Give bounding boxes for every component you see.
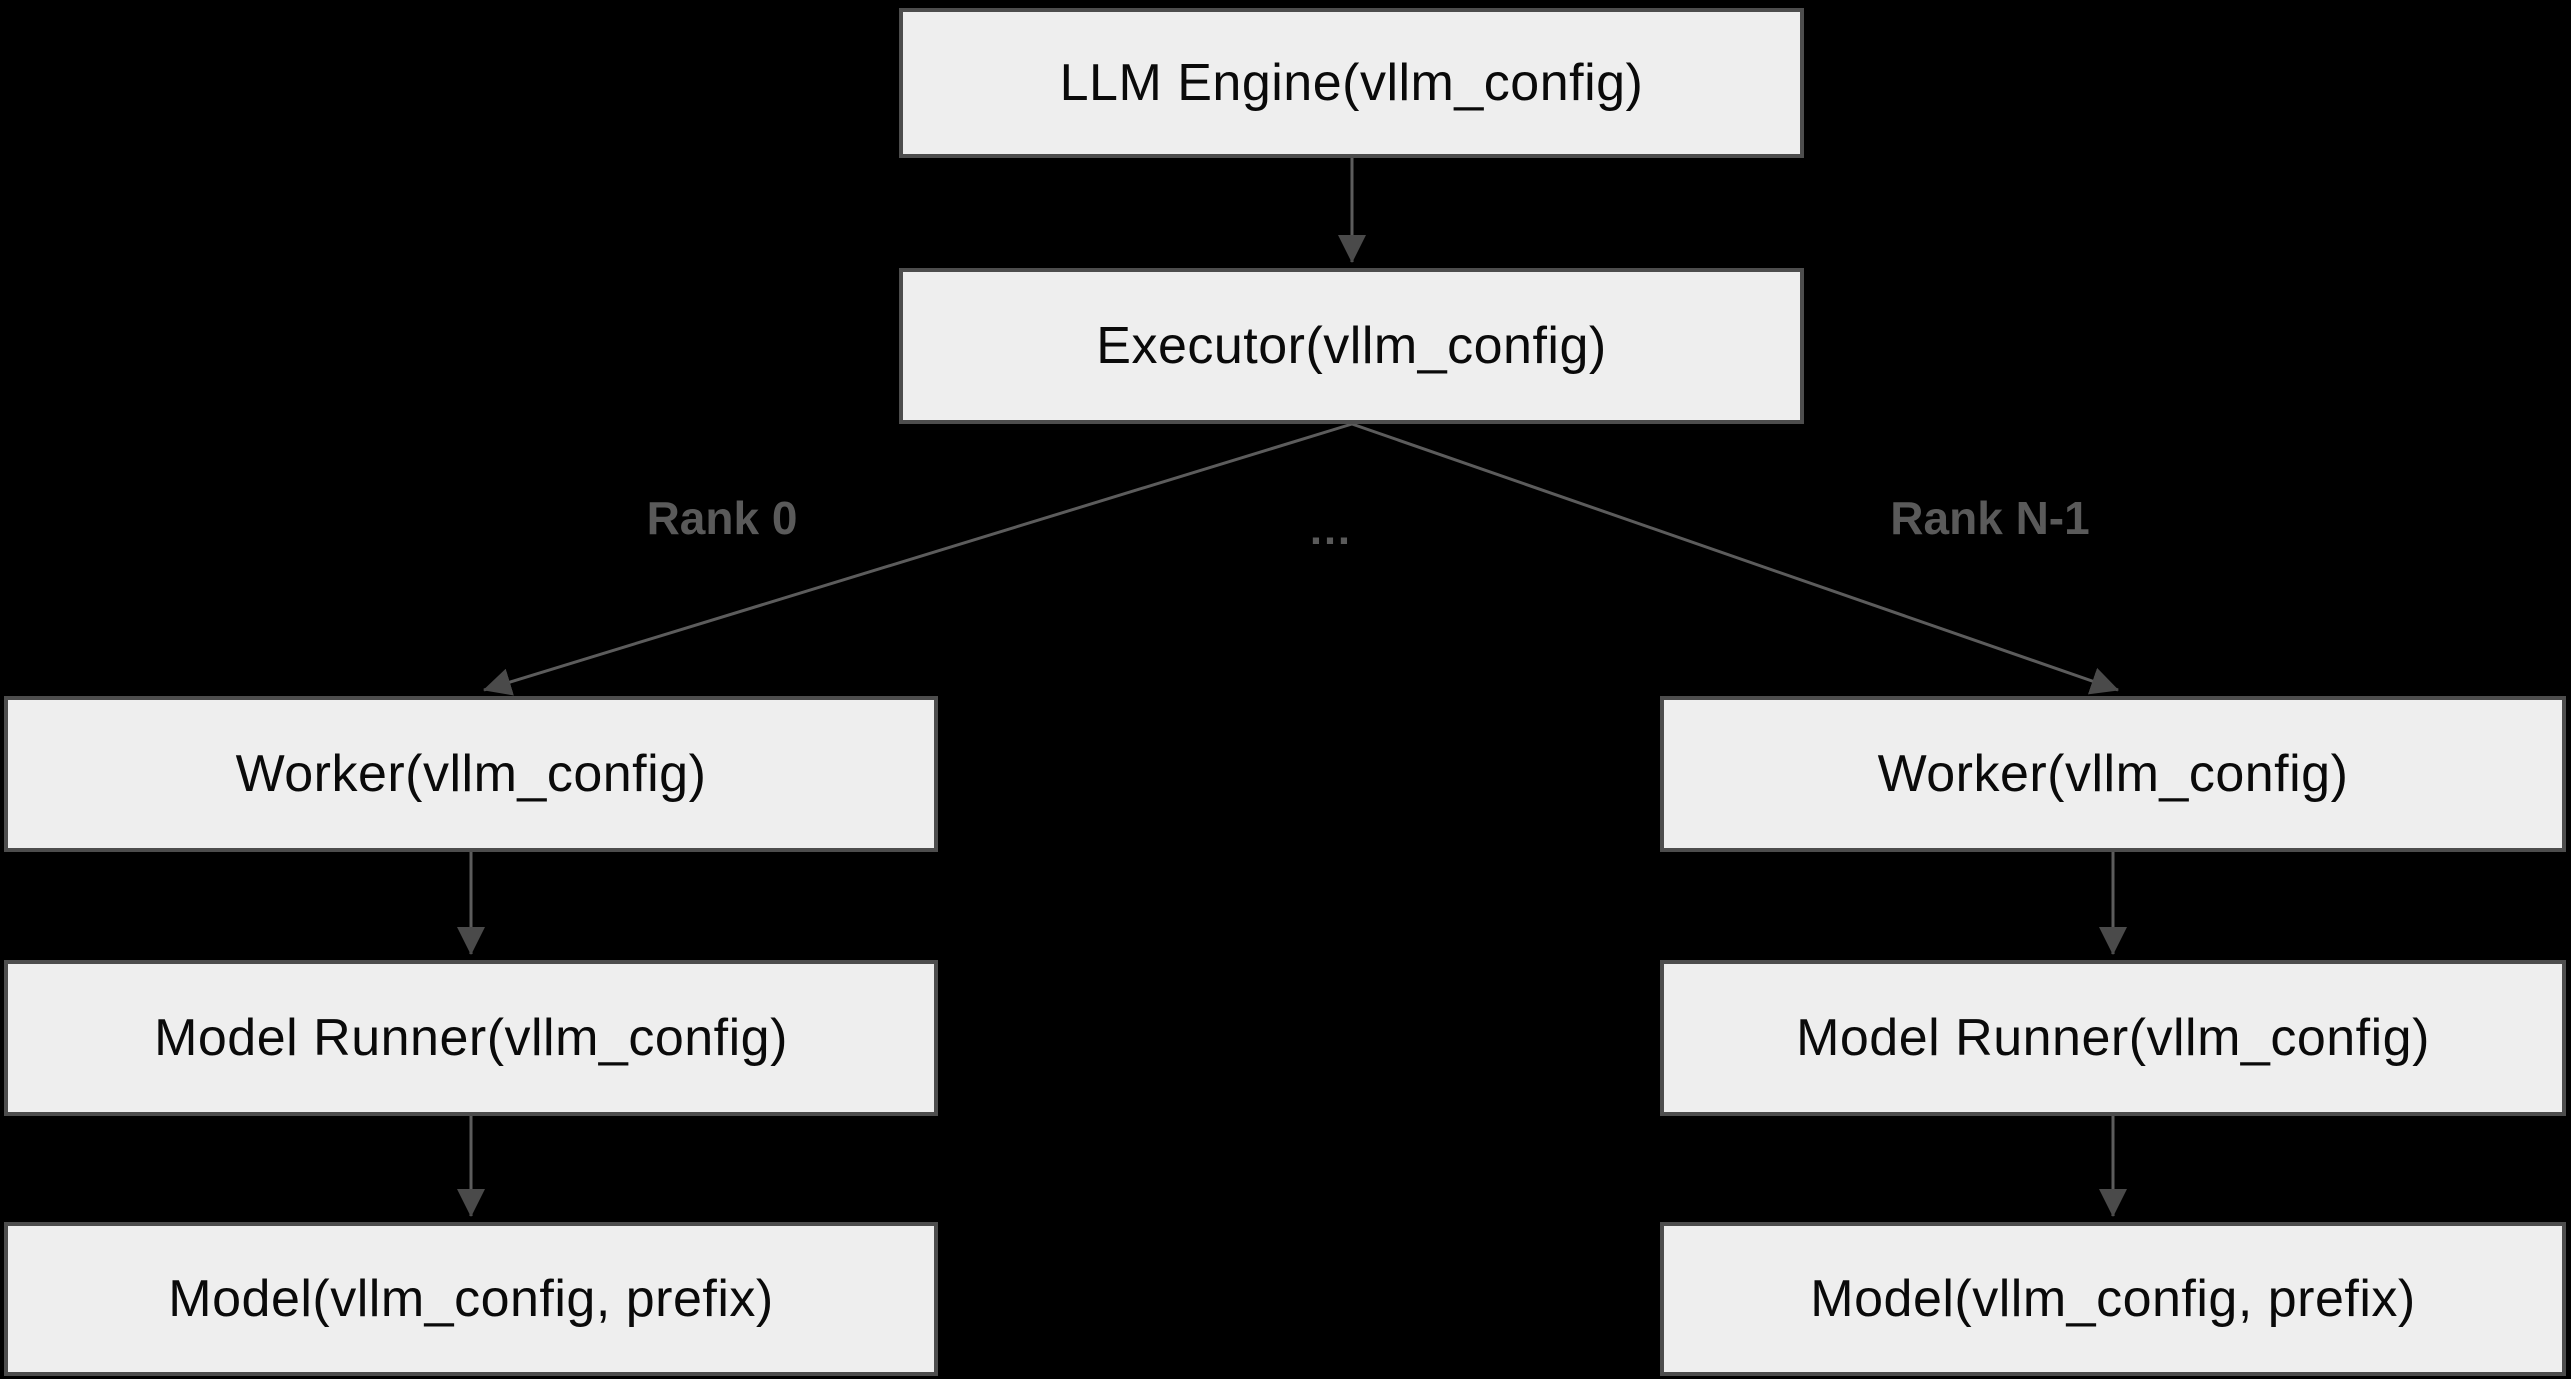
node-model-left: Model(vllm_config, prefix) <box>4 1222 938 1376</box>
node-worker-left-label: Worker(vllm_config) <box>235 745 707 803</box>
node-model-runner-left: Model Runner(vllm_config) <box>4 960 938 1116</box>
node-model-left-label: Model(vllm_config, prefix) <box>168 1270 774 1328</box>
node-model-runner-right: Model Runner(vllm_config) <box>1660 960 2566 1116</box>
node-llm-engine-label: LLM Engine(vllm_config) <box>1059 54 1644 112</box>
arrow-executor-to-worker-left <box>483 422 1353 696</box>
node-worker-left: Worker(vllm_config) <box>4 696 938 852</box>
edge-label-rank-0: Rank 0 <box>646 492 798 544</box>
arrow-executor-to-worker-right <box>1351 422 2119 695</box>
node-model-right: Model(vllm_config, prefix) <box>1660 1222 2566 1376</box>
node-model-runner-right-label: Model Runner(vllm_config) <box>1796 1009 2430 1067</box>
edge-label-ellipsis: … <box>1308 505 1354 554</box>
node-executor-label: Executor(vllm_config) <box>1096 317 1607 375</box>
node-worker-right-label: Worker(vllm_config) <box>1877 745 2349 803</box>
edge-label-rank-n-1: Rank N-1 <box>1890 492 2090 544</box>
node-model-runner-left-label: Model Runner(vllm_config) <box>154 1009 788 1067</box>
node-model-right-label: Model(vllm_config, prefix) <box>1810 1270 2416 1328</box>
node-llm-engine: LLM Engine(vllm_config) <box>899 8 1804 158</box>
node-executor: Executor(vllm_config) <box>899 268 1804 424</box>
node-worker-right: Worker(vllm_config) <box>1660 696 2566 852</box>
